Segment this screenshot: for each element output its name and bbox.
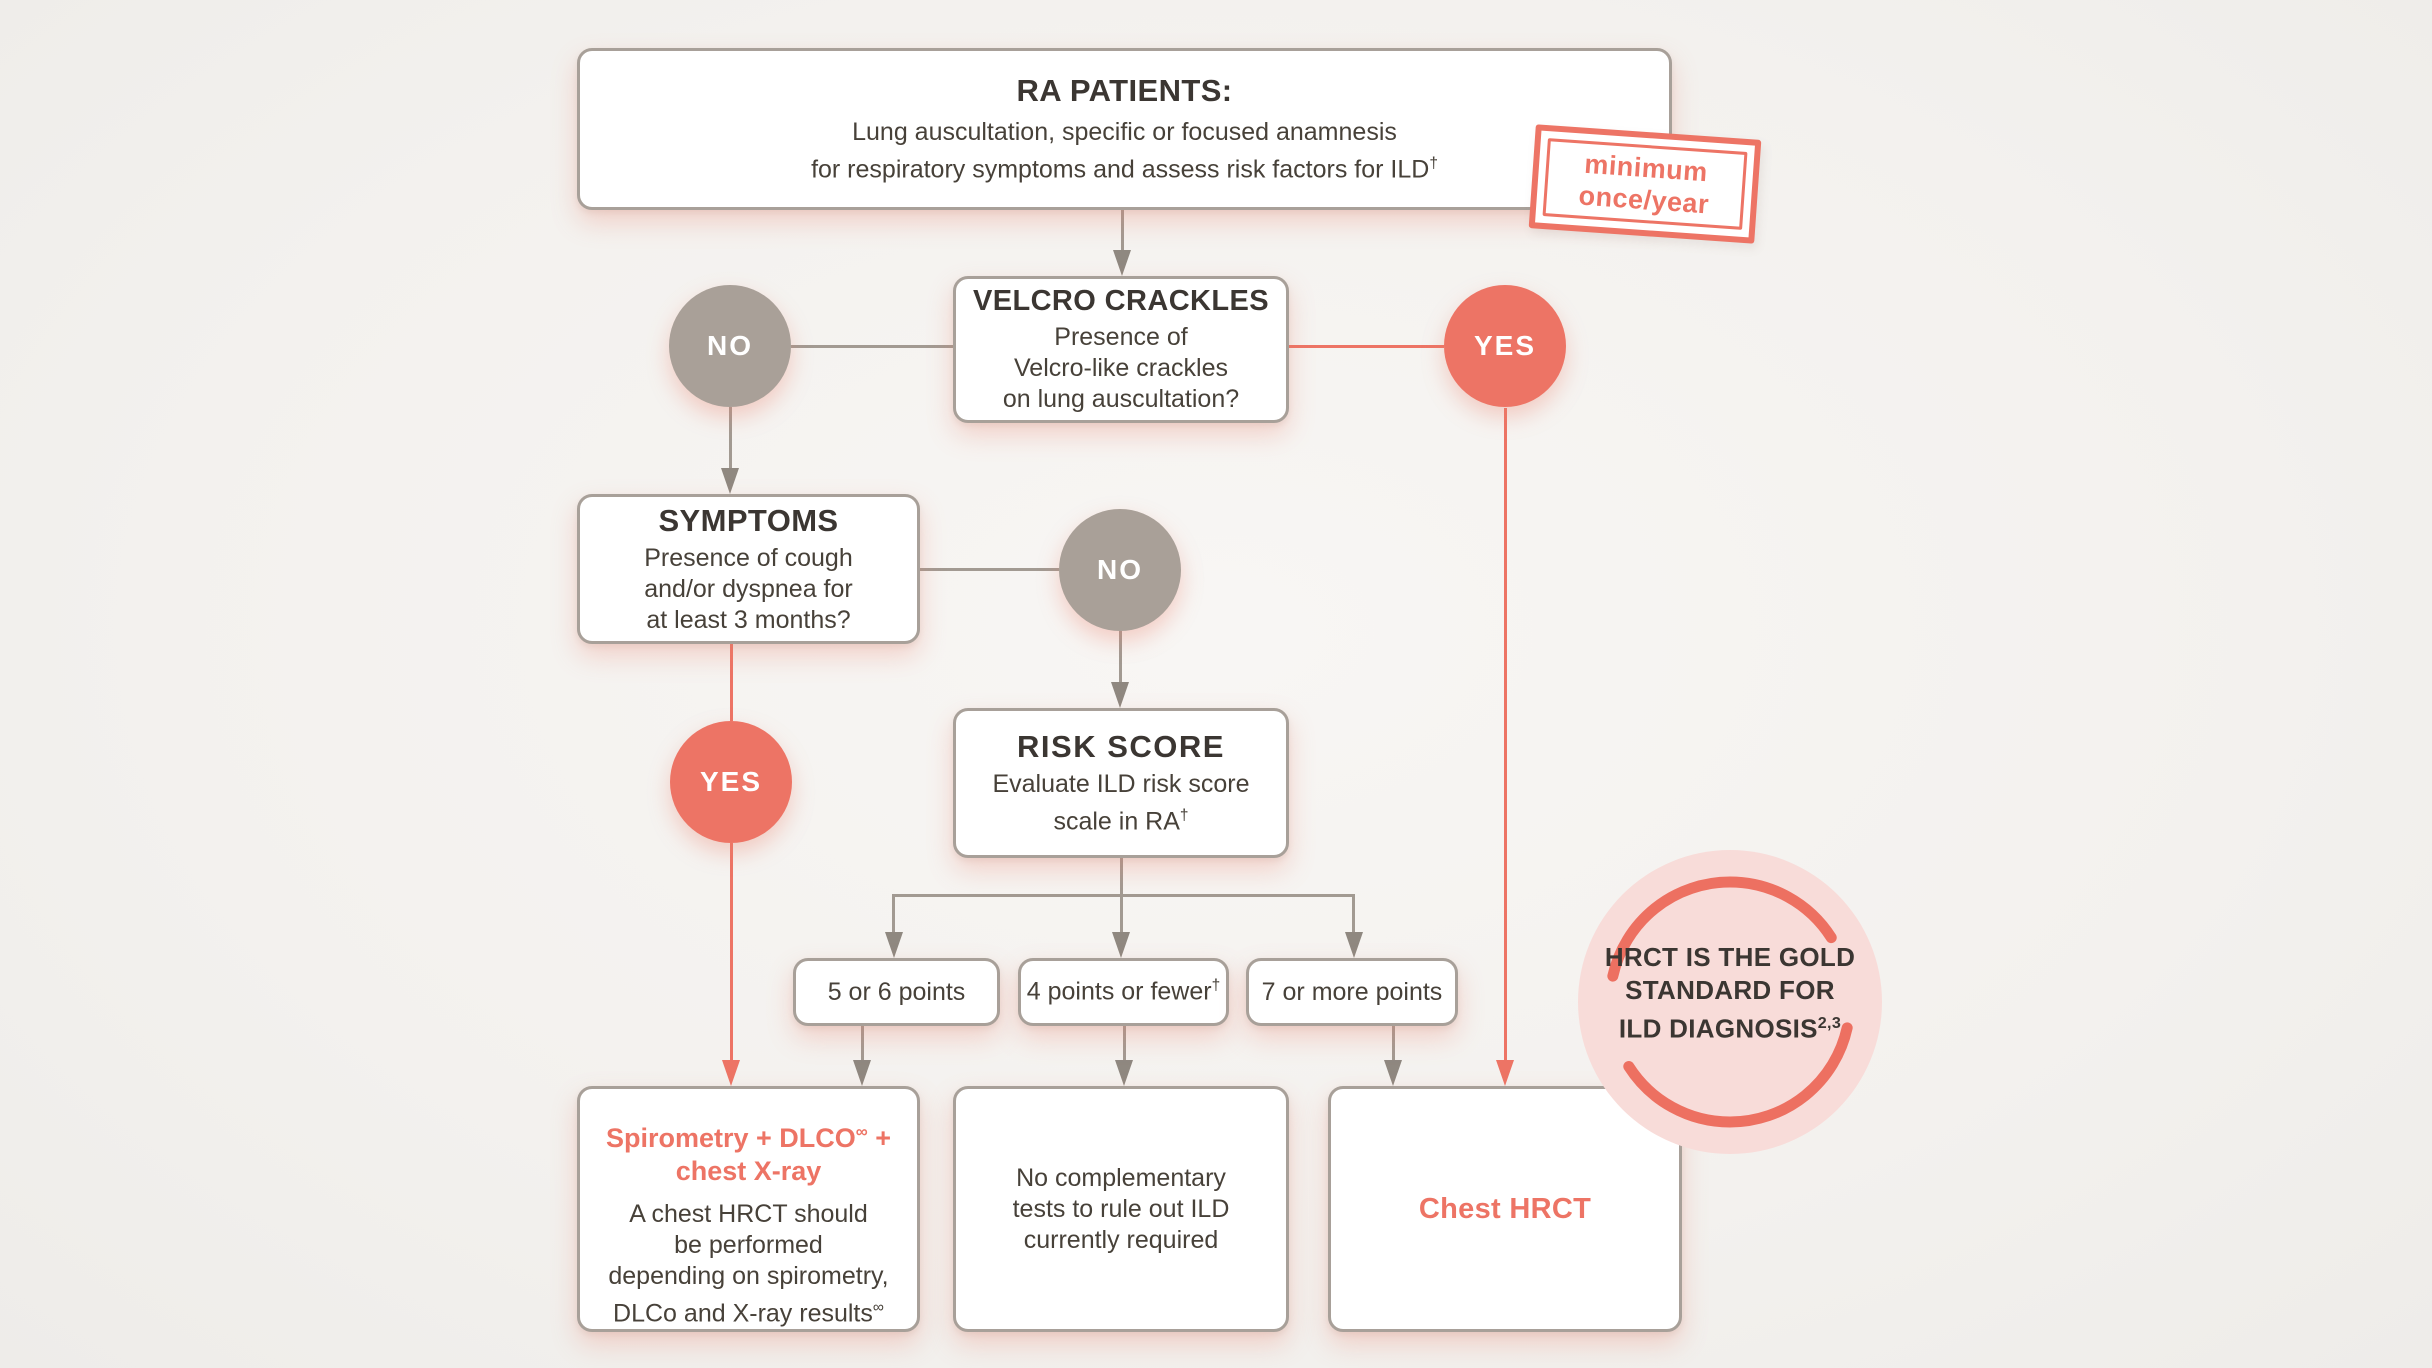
- spirometry-body-line4: DLCo and X-ray results∞: [613, 1298, 884, 1327]
- arrowhead-spirometry-gray: [853, 1060, 871, 1086]
- velcro-title: VELCRO CRACKLES: [972, 284, 1269, 317]
- arrowhead-notests: [1115, 1060, 1133, 1086]
- badge-ring-arcs: [1604, 876, 1856, 1128]
- spirometry-box: Spirometry + DLCO∞ + chest X-ray A chest…: [577, 1086, 920, 1332]
- frequency-stamp: minimum once/year: [1528, 124, 1762, 244]
- arrowhead-velcro: [1113, 250, 1131, 276]
- dagger-superscript: †: [1179, 806, 1189, 824]
- arrowhead-points-5or6: [885, 932, 903, 958]
- risk-score-line2: scale in RA†: [1053, 806, 1189, 836]
- no-tests-line2: tests to rule out ILD: [1012, 1194, 1230, 1223]
- spirometry-body-line2: be performed: [674, 1230, 823, 1259]
- risk-score-box: RISK SCORE Evaluate ILD risk score scale…: [953, 708, 1289, 858]
- connector-symptoms-to-yes: [730, 644, 733, 721]
- arrowhead-risk: [1111, 682, 1129, 708]
- gold-line3: ILD DIAGNOSIS2,3: [1618, 1013, 1842, 1044]
- arrowhead-chest-yes: [1496, 1060, 1514, 1086]
- velcro-line3: on lung auscultation?: [1002, 384, 1240, 413]
- symptoms-yes-circle: YES: [670, 721, 792, 843]
- fork-right-drop: [1352, 894, 1355, 932]
- dagger-superscript: †: [1429, 154, 1438, 172]
- no-tests-box: No complementary tests to rule out ILD c…: [953, 1086, 1289, 1332]
- points-7ormore-label: 7 or more points: [1261, 977, 1443, 1006]
- arrowhead-symptoms: [721, 468, 739, 494]
- points-4orfewer-label: 4 points or fewer†: [1026, 977, 1221, 1006]
- velcro-line2: Velcro-like crackles: [1014, 353, 1228, 382]
- no-tests-line1: No complementary: [1016, 1163, 1226, 1192]
- fork-horizontal: [892, 894, 1355, 897]
- symptoms-line3: at least 3 months?: [646, 605, 851, 634]
- reference-superscript: 2,3: [1817, 1013, 1842, 1032]
- ra-patients-line1: Lung auscultation, specific or focused a…: [852, 117, 1397, 146]
- connector-velcro-to-no: [791, 345, 953, 348]
- connector-no-to-risk: [1119, 631, 1122, 682]
- frequency-stamp-inner-border: minimum once/year: [1542, 138, 1748, 230]
- risk-score-title: RISK SCORE: [1017, 728, 1225, 764]
- chest-hrct-box: Chest HRCT: [1328, 1086, 1682, 1332]
- points-5or6-label: 5 or 6 points: [827, 977, 966, 1006]
- spirometry-body-line1: A chest HRCT should: [629, 1199, 868, 1228]
- connector-top-to-velcro: [1121, 210, 1124, 252]
- symptoms-title: SYMPTOMS: [658, 502, 839, 538]
- spirometry-title-line2: chest X-ray: [675, 1156, 822, 1186]
- arrowhead-points-7: [1345, 932, 1363, 958]
- arrowhead-chest-gray: [1384, 1060, 1402, 1086]
- symptoms-line2: and/or dyspnea for: [644, 574, 853, 603]
- connector-yes-to-spirometry: [730, 843, 733, 1060]
- connector-4-to-notests: [1123, 1026, 1126, 1060]
- velcro-line1: Presence of: [1054, 322, 1188, 351]
- velcro-yes-circle: YES: [1444, 285, 1566, 407]
- risk-score-line1: Evaluate ILD risk score: [992, 769, 1250, 798]
- points-5or6-box: 5 or 6 points: [793, 958, 1000, 1026]
- spirometry-body-line3: depending on spirometry,: [608, 1261, 889, 1290]
- infinity-superscript: ∞: [872, 1298, 884, 1316]
- gold-line2: STANDARD FOR: [1625, 974, 1835, 1005]
- connector-velcro-to-yes: [1289, 345, 1444, 348]
- dagger-superscript: †: [1211, 977, 1221, 995]
- ra-patients-title: RA PATIENTS:: [1016, 72, 1233, 108]
- velcro-crackles-box: VELCRO CRACKLES Presence of Velcro-like …: [953, 276, 1289, 423]
- symptoms-line1: Presence of cough: [644, 543, 853, 572]
- ra-patients-line2: for respiratory symptoms and assess risk…: [811, 154, 1438, 184]
- points-4orfewer-box: 4 points or fewer†: [1018, 958, 1229, 1026]
- points-7ormore-box: 7 or more points: [1246, 958, 1458, 1026]
- no-tests-line3: currently required: [1023, 1225, 1219, 1254]
- gold-standard-badge: HRCT IS THE GOLD STANDARD FOR ILD DIAGNO…: [1578, 850, 1882, 1154]
- infinity-superscript: ∞: [855, 1122, 868, 1141]
- spirometry-title-line1: Spirometry + DLCO∞ +: [605, 1122, 892, 1153]
- arrowhead-spirometry-yes: [722, 1060, 740, 1086]
- velcro-no-circle: NO: [669, 285, 791, 407]
- connector-yes-to-chest: [1504, 408, 1507, 1060]
- fork-left-drop: [892, 894, 895, 932]
- symptoms-no-circle: NO: [1059, 509, 1181, 631]
- connector-no-to-symptoms: [729, 407, 732, 468]
- gold-standard-text: HRCT IS THE GOLD STANDARD FOR ILD DIAGNO…: [1605, 941, 1855, 1046]
- connector-7-to-chest: [1392, 1026, 1395, 1060]
- ra-patients-box: RA PATIENTS: Lung auscultation, specific…: [577, 48, 1672, 210]
- symptoms-box: SYMPTOMS Presence of cough and/or dyspne…: [577, 494, 920, 644]
- connector-symptoms-to-no: [920, 568, 1059, 571]
- chest-hrct-label: Chest HRCT: [1418, 1192, 1592, 1225]
- arrowhead-points-4: [1112, 932, 1130, 958]
- connector-5or6-to-spirometry: [861, 1026, 864, 1060]
- gold-line1: HRCT IS THE GOLD: [1604, 941, 1856, 972]
